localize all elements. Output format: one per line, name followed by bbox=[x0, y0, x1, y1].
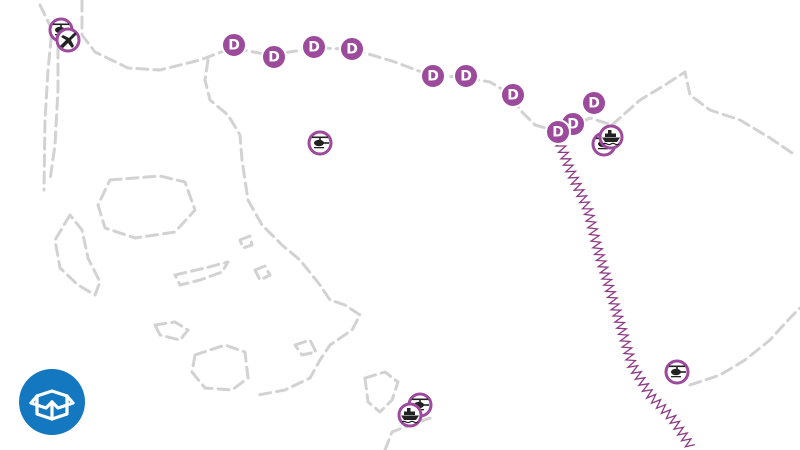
stop-marker-6[interactable]: D bbox=[453, 63, 479, 89]
stop-marker-circle bbox=[500, 82, 526, 108]
stop-marker-label: D bbox=[308, 40, 320, 56]
stop-marker-circle bbox=[545, 119, 571, 145]
stop-marker-circle bbox=[581, 90, 607, 116]
poi-markers-layer bbox=[48, 17, 690, 428]
stop-marker-label: D bbox=[346, 42, 358, 58]
stop-marker-5[interactable]: D bbox=[420, 63, 446, 89]
stop-marker-2[interactable]: D bbox=[261, 44, 287, 70]
stop-marker-label: D bbox=[588, 96, 600, 112]
poi-helipad-east[interactable] bbox=[664, 359, 690, 385]
island-center-small bbox=[153, 320, 190, 342]
island-large bbox=[96, 174, 197, 240]
island-south-mid bbox=[190, 343, 250, 392]
stop-marker-1[interactable]: D bbox=[221, 32, 247, 58]
stop-marker-circle bbox=[261, 44, 287, 70]
stop-marker-10[interactable]: D bbox=[545, 119, 571, 145]
stop-marker-label: D bbox=[427, 69, 439, 85]
stop-marker-label: D bbox=[552, 125, 564, 141]
poi-ferry-port[interactable] bbox=[598, 124, 624, 150]
stop-marker-circle bbox=[339, 36, 365, 62]
island-south-east bbox=[363, 370, 400, 414]
stop-marker-label: D bbox=[507, 88, 519, 104]
open-box-badge[interactable] bbox=[19, 369, 85, 435]
stop-marker-label: D bbox=[268, 50, 280, 66]
stop-marker-label: D bbox=[228, 38, 240, 54]
coastline-layer bbox=[38, 0, 800, 450]
stop-marker-circle bbox=[453, 63, 479, 89]
stop-marker-label: D bbox=[567, 117, 579, 133]
coastline-west-edge bbox=[38, 3, 54, 192]
ferry-route bbox=[553, 138, 696, 448]
stop-marker-circle bbox=[420, 63, 446, 89]
coastline-north-return bbox=[203, 58, 362, 397]
poi-airport-nw[interactable] bbox=[55, 27, 81, 53]
stop-marker-3[interactable]: D bbox=[301, 34, 327, 60]
stop-marker-label: D bbox=[460, 69, 472, 85]
stop-marker-circle bbox=[221, 32, 247, 58]
island-tiny-3 bbox=[238, 234, 254, 250]
coastline-west-ridge bbox=[48, 28, 60, 182]
poi-helipad-center[interactable] bbox=[307, 130, 333, 156]
open-box-icon bbox=[19, 369, 85, 435]
island-west-arc bbox=[53, 213, 102, 297]
coastline-north bbox=[80, 0, 614, 134]
island-tiny-2 bbox=[293, 338, 318, 357]
coastline-southwest bbox=[383, 416, 432, 450]
stop-marker-7[interactable]: D bbox=[500, 82, 526, 108]
stop-marker-8[interactable]: D bbox=[581, 90, 607, 116]
coastline-east-lower bbox=[688, 306, 800, 387]
ferry-route-layer bbox=[553, 138, 696, 448]
coastline-east bbox=[610, 70, 797, 157]
island-center-strip bbox=[173, 260, 230, 287]
stop-marker-4[interactable]: D bbox=[339, 36, 365, 62]
poi-ferry-south[interactable] bbox=[397, 402, 423, 428]
stop-marker-circle bbox=[301, 34, 327, 60]
island-tiny-1 bbox=[253, 264, 272, 282]
